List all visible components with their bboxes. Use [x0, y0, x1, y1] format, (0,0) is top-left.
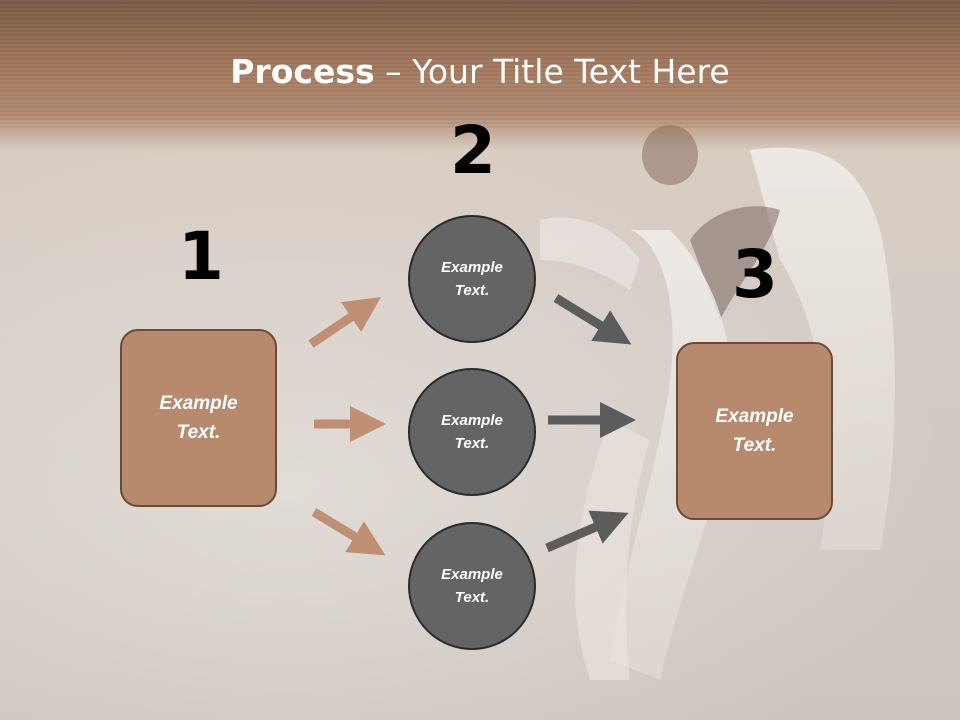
right-box-line1: Example — [715, 406, 794, 427]
circle-top-line2: Text. — [454, 282, 490, 299]
circle-bottom: Example Text. — [408, 522, 536, 650]
arrow-to-circle-top — [308, 296, 381, 348]
step-number-1: 1 — [178, 218, 224, 295]
circle-top: Example Text. — [408, 215, 536, 343]
title-rest: – Your Title Text Here — [374, 52, 730, 91]
right-box: Example Text. — [676, 342, 833, 520]
circle-bottom-line1: Example — [441, 566, 503, 583]
left-box: Example Text. — [120, 329, 277, 507]
arrow-to-circle-bottom — [311, 508, 386, 556]
slide-title: Process – Your Title Text Here — [0, 52, 960, 91]
step-number-3: 3 — [732, 236, 778, 313]
circle-top-line1: Example — [441, 259, 503, 276]
arrow-from-circle-bottom — [545, 510, 629, 553]
circle-bottom-line2: Text. — [454, 589, 490, 606]
circle-middle-line2: Text. — [454, 435, 490, 452]
title-bold: Process — [230, 52, 375, 91]
left-box-line1: Example — [159, 393, 238, 414]
right-box-line2: Text. — [732, 435, 777, 456]
circle-middle: Example Text. — [408, 368, 536, 496]
circle-middle-line1: Example — [441, 412, 503, 429]
left-box-line2: Text. — [176, 422, 221, 443]
step-number-2: 2 — [450, 112, 496, 189]
title-band — [0, 0, 960, 130]
arrow-from-circle-top — [553, 294, 632, 345]
